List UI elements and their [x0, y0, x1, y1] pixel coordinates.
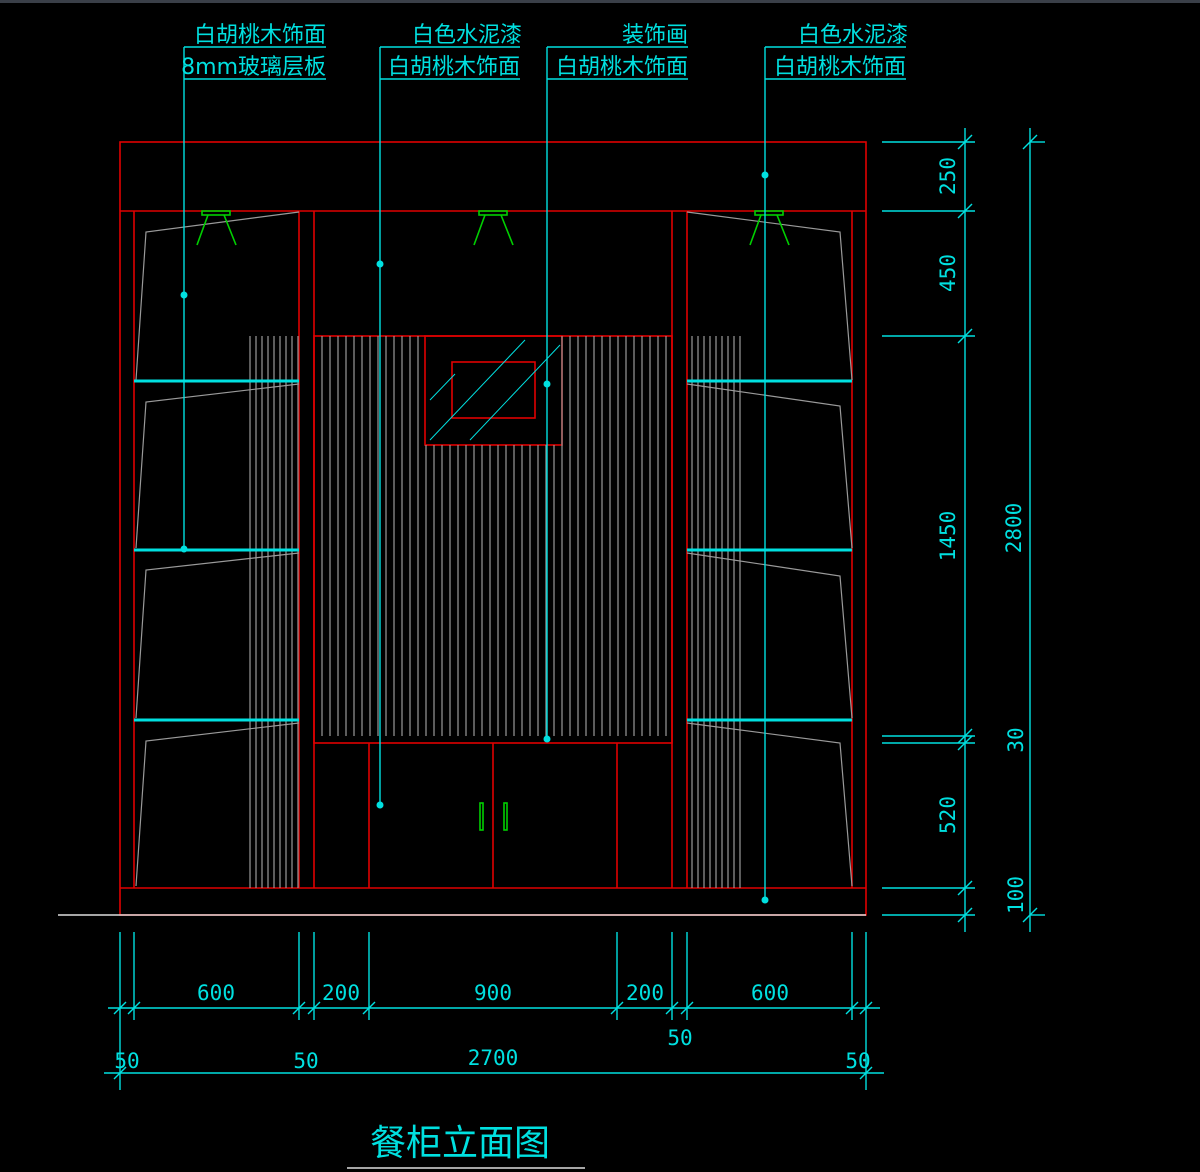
spotlight-icon	[749, 210, 790, 246]
drawing-title: 餐柜立面图	[370, 1123, 550, 1164]
vertical-dimension-labels: 250 450 1450 520 2800 30 100	[936, 157, 1028, 914]
dim-2800: 2800	[1002, 503, 1026, 554]
dim-450: 450	[936, 254, 960, 292]
glass-shelves	[134, 379, 852, 722]
dimension-tick	[680, 1001, 694, 1015]
door-handles	[479, 802, 508, 831]
dimension-tick	[957, 203, 973, 219]
dimension-tick	[957, 728, 973, 744]
decorative-painting	[424, 335, 563, 446]
dimension-tick	[957, 907, 973, 923]
dim-50-mid: 50	[667, 1026, 692, 1050]
vertical-dimension-lines	[882, 128, 1045, 932]
callout-labels: 白胡桃木饰面 8mm玻璃层板 白色水泥漆 白胡桃木饰面 装饰画 白胡桃木饰面 白…	[181, 23, 908, 80]
dim-200-right: 200	[626, 981, 664, 1005]
dim-100: 100	[1004, 876, 1028, 914]
dimension-tick	[859, 1001, 873, 1015]
callout-leaders	[180, 46, 906, 904]
dim-2700: 2700	[468, 1046, 519, 1070]
dimension-tick	[957, 880, 973, 896]
dimension-tick	[113, 1066, 127, 1080]
dimension-tick	[859, 1066, 873, 1080]
spotlight-icon	[473, 210, 514, 246]
dimension-tick	[665, 1001, 679, 1015]
glass-shelf-outlines	[135, 211, 853, 887]
dimension-tick	[957, 328, 973, 344]
dim-1450: 1450	[936, 511, 960, 562]
callout-3-bottom: 白胡桃木饰面	[556, 55, 688, 80]
dimension-tick	[1022, 134, 1038, 150]
wood-slat-hatching	[249, 336, 741, 888]
callout-4-top: 白色水泥漆	[798, 23, 908, 48]
dimension-tick	[610, 1001, 624, 1015]
dimension-tick	[127, 1001, 141, 1015]
dimension-tick	[957, 735, 973, 751]
dim-600-right: 600	[751, 981, 789, 1005]
horizontal-dimension-lines	[104, 932, 884, 1090]
dimension-tick	[292, 1001, 306, 1015]
callout-4-bottom: 白胡桃木饰面	[774, 55, 906, 80]
dim-900: 900	[474, 981, 512, 1005]
dim-50-a: 50	[114, 1049, 139, 1073]
callout-2-top: 白色水泥漆	[412, 23, 522, 48]
callout-1-bottom: 8mm玻璃层板	[181, 55, 326, 80]
cabinet-outline	[119, 141, 867, 916]
dimension-tick	[362, 1001, 376, 1015]
dim-50-b: 50	[293, 1049, 318, 1073]
dimension-tick	[113, 1001, 127, 1015]
dim-50-c: 50	[845, 1049, 870, 1073]
dimension-tick	[957, 134, 973, 150]
dim-520: 520	[936, 796, 960, 834]
window-top-border	[0, 0, 1200, 3]
dim-250: 250	[936, 157, 960, 195]
horizontal-dimension-labels: 600 200 900 200 600 50 50 50 2700 50	[114, 981, 870, 1073]
dimension-tick	[1022, 907, 1038, 923]
dim-30: 30	[1004, 727, 1028, 752]
dimension-tick	[307, 1001, 321, 1015]
spotlight-icon	[196, 210, 237, 246]
callout-3-top: 装饰画	[622, 23, 688, 48]
callout-1-top: 白胡桃木饰面	[194, 23, 326, 48]
dim-200-left: 200	[322, 981, 360, 1005]
dim-600-left: 600	[197, 981, 235, 1005]
callout-2-bottom: 白胡桃木饰面	[388, 55, 520, 80]
dimension-tick	[845, 1001, 859, 1015]
